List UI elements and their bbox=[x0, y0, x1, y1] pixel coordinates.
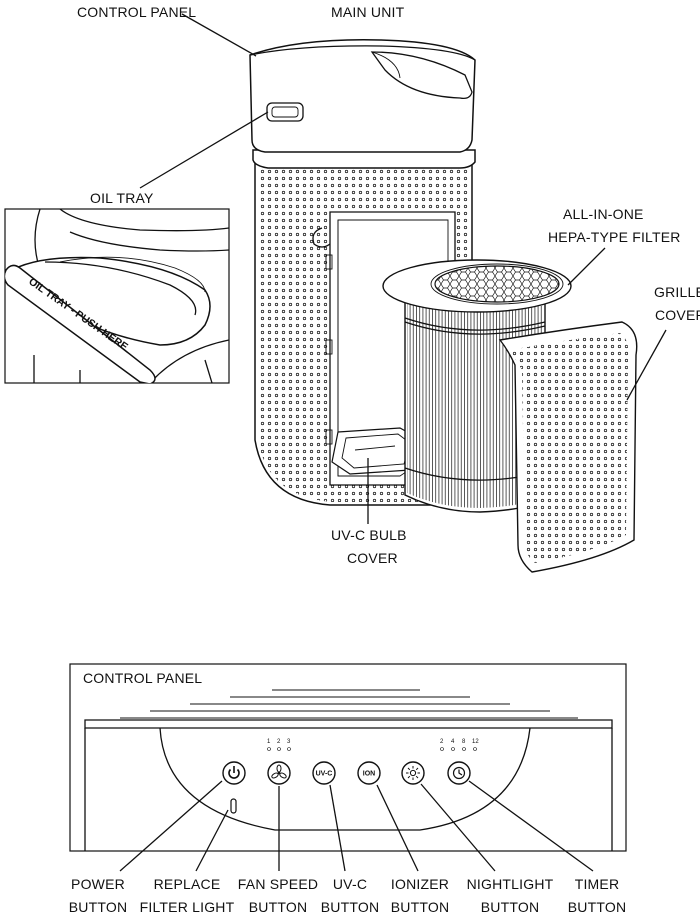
fan-speed-mark: 3 bbox=[287, 739, 291, 745]
label-power-line2: BUTTON bbox=[69, 899, 128, 915]
oil-tray-inset: OIL TRAY - PUSH HERE bbox=[4, 208, 230, 384]
fan-icon bbox=[271, 764, 287, 779]
label-timer-line1: TIMER bbox=[575, 876, 620, 892]
label-replace-line1: REPLACE bbox=[154, 876, 221, 892]
label-power-line1: POWER bbox=[71, 876, 125, 892]
label-grille-line1: GRILLE bbox=[654, 284, 700, 300]
label-ionizer-line1: IONIZER bbox=[391, 876, 449, 892]
unit-top-band bbox=[252, 149, 476, 169]
label-fan-line1: FAN SPEED bbox=[238, 876, 318, 892]
sun-icon bbox=[406, 766, 420, 780]
fan-speed-mark: 2 bbox=[277, 739, 281, 745]
power-icon bbox=[228, 766, 240, 779]
power-button[interactable] bbox=[222, 761, 246, 785]
timer-mark: 4 bbox=[451, 739, 455, 745]
uvc-icon: UV-C bbox=[316, 771, 333, 778]
button-labels: POWER BUTTON REPLACE FILTER LIGHT FAN SP… bbox=[69, 876, 627, 915]
timer-marks: 2 4 8 12 bbox=[440, 739, 479, 751]
label-control-panel: CONTROL PANEL bbox=[77, 4, 196, 20]
label-replace-line2: FILTER LIGHT bbox=[140, 899, 235, 915]
timer-mark: 2 bbox=[440, 739, 444, 745]
label-filter-line1: ALL-IN-ONE bbox=[563, 206, 644, 222]
label-uvc-line2: BUTTON bbox=[321, 899, 380, 915]
label-oil-tray: OIL TRAY bbox=[90, 190, 154, 206]
unit-head bbox=[249, 39, 476, 153]
label-nightlight-line1: NIGHTLIGHT bbox=[467, 876, 554, 892]
label-nightlight-line2: BUTTON bbox=[481, 899, 540, 915]
label-grille-line2: COVER bbox=[655, 307, 700, 323]
fan-speed-mark: 1 bbox=[267, 739, 271, 745]
label-ionizer-line2: BUTTON bbox=[391, 899, 450, 915]
label-main-unit: MAIN UNIT bbox=[331, 4, 405, 20]
uvc-button[interactable]: UV-C bbox=[312, 761, 336, 785]
panel-title: CONTROL PANEL bbox=[83, 670, 202, 686]
label-uvc-cover-line2: COVER bbox=[347, 550, 398, 566]
unit-head-scoop bbox=[370, 51, 473, 100]
ion-icon: ION bbox=[363, 771, 375, 778]
timer-mark: 8 bbox=[462, 739, 466, 745]
label-timer-line2: BUTTON bbox=[568, 899, 627, 915]
replace-filter-light bbox=[230, 798, 237, 814]
label-uvc-cover-line1: UV-C BULB bbox=[331, 527, 407, 543]
ionizer-button[interactable]: ION bbox=[357, 761, 381, 785]
control-panel-detail: CONTROL PANEL 1 2 3 2 4 8 12 bbox=[69, 663, 627, 852]
grille-cover bbox=[498, 321, 638, 573]
oil-tray-face bbox=[5, 264, 156, 383]
fan-speed-marks: 1 2 3 bbox=[267, 739, 291, 751]
label-filter-line2: HEPA-TYPE FILTER bbox=[548, 229, 681, 245]
clock-icon bbox=[452, 766, 466, 780]
nightlight-button[interactable] bbox=[401, 761, 425, 785]
timer-button[interactable] bbox=[447, 761, 471, 785]
panel-face bbox=[159, 727, 531, 831]
label-fan-line2: BUTTON bbox=[249, 899, 308, 915]
timer-mark: 12 bbox=[472, 739, 479, 745]
fan-speed-button[interactable] bbox=[267, 761, 291, 785]
label-uvc-line1: UV-C bbox=[333, 876, 367, 892]
